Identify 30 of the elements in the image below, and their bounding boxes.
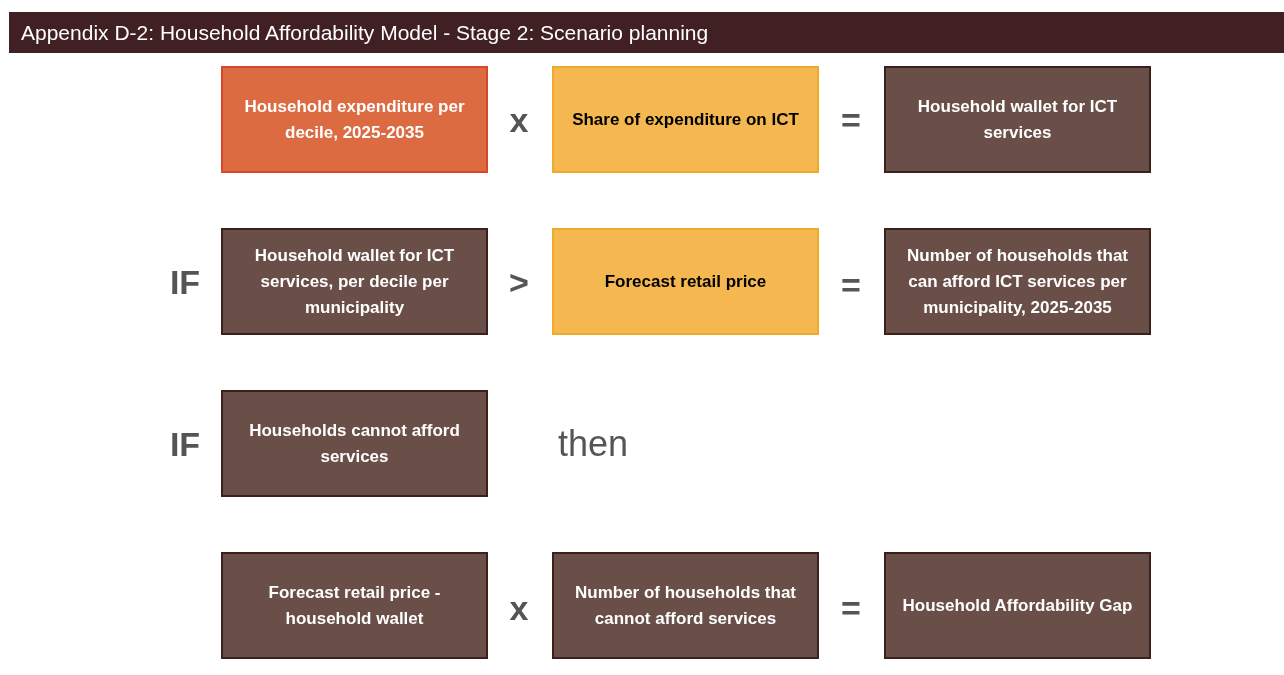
operator: > [509, 262, 529, 302]
box-text: Household wallet for ICT services [916, 95, 1119, 144]
operator: = [841, 588, 861, 628]
box-text: Number of households that can afford ICT services per municipality, 2025-2035 [906, 244, 1129, 319]
formula-box [221, 228, 488, 335]
formula-box [884, 228, 1151, 335]
box-text: Number of households that cannot afford services [574, 581, 797, 630]
box-text: Forecast retail price - household wallet [267, 581, 442, 630]
operator: x [509, 588, 529, 628]
formula-box [552, 66, 819, 173]
formula-box [884, 66, 1151, 173]
box-text: Household expenditure per decile, 2025-2035 [243, 95, 466, 144]
box-text: Forecast retail price [604, 270, 767, 293]
formula-box [552, 552, 819, 659]
then-keyword: then [557, 423, 629, 465]
box-text: Households cannot afford services [248, 419, 461, 468]
operator: x [509, 100, 529, 140]
title-bar: Appendix D-2: Household Affordability Model - Stage 2: Scenario planning [9, 12, 1284, 53]
formula-box [552, 228, 819, 335]
formula-box [221, 390, 488, 497]
box-text: Household wallet for ICT services, per decile per municipality [253, 244, 456, 319]
formula-box [884, 552, 1151, 659]
box-text: Share of expenditure on ICT [572, 108, 799, 131]
condition-keyword: IF [169, 262, 201, 302]
formula-box [221, 552, 488, 659]
box-text: Household Affordability Gap [902, 594, 1133, 617]
operator: = [841, 100, 861, 140]
condition-keyword: IF [169, 424, 201, 464]
formula-box [221, 66, 488, 173]
operator: = [841, 265, 861, 305]
